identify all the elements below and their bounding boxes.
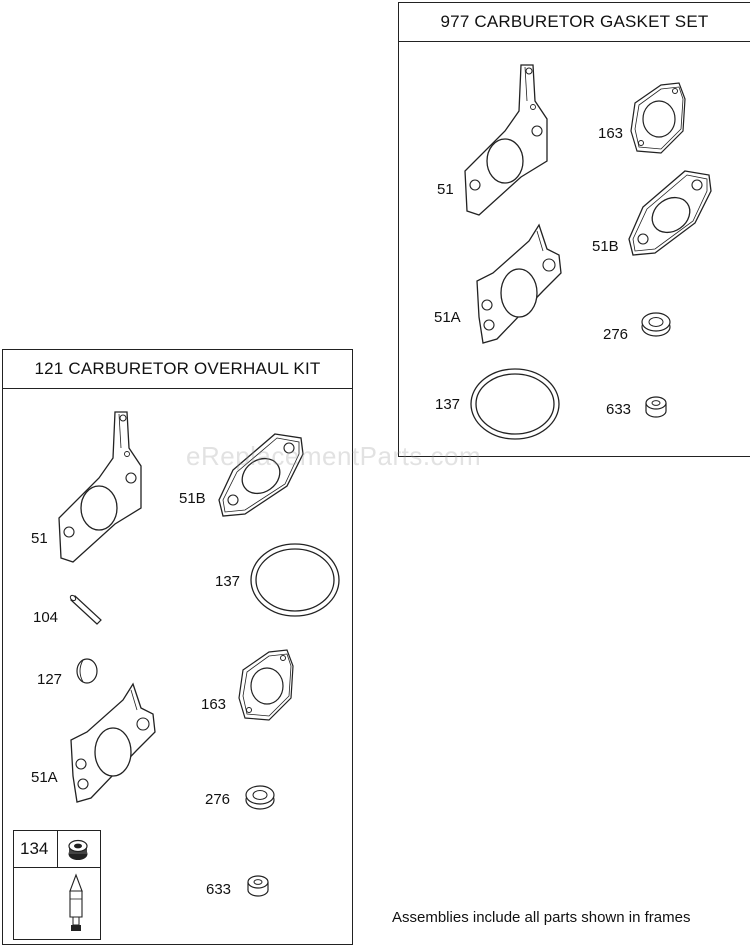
gasket-icon (625, 167, 715, 259)
label-51b: 51B (592, 238, 619, 255)
seat-icon (245, 872, 271, 900)
o-ring-icon (467, 365, 563, 443)
footer-note: Assemblies include all parts shown in fr… (392, 909, 691, 926)
needle-valve-icon (62, 873, 90, 931)
overhaul-kit-frame: 121 CARBURETOR OVERHAUL KIT 51 51B 137 1… (2, 349, 353, 945)
label-163: 163 (201, 696, 227, 713)
label-134: 134 (20, 839, 49, 858)
box-divider-vertical (57, 831, 58, 867)
gasket-set-title: 977 CARBURETOR GASKET SET (399, 3, 750, 42)
label-51a: 51A (31, 769, 58, 786)
label-51: 51 (437, 181, 454, 198)
label-633: 633 (206, 881, 232, 898)
label-51: 51 (31, 530, 48, 547)
gasket-bracket-icon (55, 408, 147, 568)
washer-icon (639, 309, 673, 339)
label-137: 137 (215, 573, 241, 590)
overhaul-kit-title: 121 CARBURETOR OVERHAUL KIT (3, 350, 352, 389)
label-51a: 51A (434, 309, 461, 326)
plug-icon (73, 656, 101, 686)
gasket-icon (213, 430, 309, 520)
box-divider-horizontal (14, 867, 100, 868)
gasket-icon (67, 680, 157, 806)
gasket-icon (235, 648, 299, 724)
label-163: 163 (598, 125, 624, 142)
gasket-icon (473, 221, 563, 347)
pin-icon (65, 594, 105, 630)
gasket-bracket-icon (461, 61, 553, 221)
label-137: 137 (435, 396, 461, 413)
label-51b: 51B (179, 490, 206, 507)
label-127: 127 (37, 671, 63, 688)
watermark: eReplacementParts.com (186, 441, 482, 471)
gasket-set-frame: 977 CARBURETOR GASKET SET 51 163 51B (398, 2, 750, 457)
needle-valve-box: 134 (13, 830, 101, 940)
seat-icon (643, 393, 669, 421)
seat-icon (66, 837, 90, 863)
label-104: 104 (33, 609, 59, 626)
washer-icon (243, 782, 277, 812)
label-276: 276 (603, 326, 629, 343)
label-276: 276 (205, 791, 231, 808)
o-ring-icon (247, 540, 343, 620)
gasket-icon (627, 81, 691, 157)
label-633: 633 (606, 401, 632, 418)
